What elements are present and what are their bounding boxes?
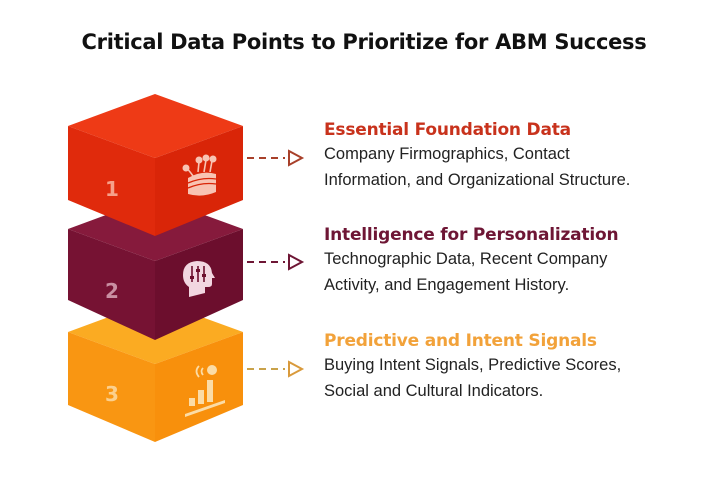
item-description-line: Activity, and Engagement History. — [324, 276, 570, 294]
cube-number-1: 1 — [105, 177, 119, 201]
cube-number-2: 2 — [105, 279, 119, 303]
item-description-line: Information, and Organizational Structur… — [324, 171, 631, 189]
connector-3 — [247, 360, 305, 378]
page-title: Critical Data Points to Prioritize for A… — [81, 30, 647, 54]
item-description-line: Buying Intent Signals, Predictive Scores… — [324, 356, 622, 374]
bar-chart-signal-icon — [185, 365, 225, 417]
data-point-item-2: Intelligence for Personalization Technog… — [324, 224, 704, 298]
data-point-item-3: Predictive and Intent Signals Buying Int… — [324, 330, 704, 404]
item-heading: Intelligence for Personalization — [324, 225, 619, 245]
item-description-line: Social and Cultural Indicators. — [324, 382, 544, 400]
data-point-item-1: Essential Foundation Data Company Firmog… — [324, 119, 704, 193]
head-sliders-icon — [183, 261, 215, 297]
cube-number-3: 3 — [105, 382, 119, 406]
arrow-right-icon — [288, 360, 305, 378]
arrow-right-icon — [288, 253, 305, 271]
connector-2 — [247, 253, 305, 271]
item-heading: Essential Foundation Data — [324, 120, 571, 140]
arrow-right-icon — [288, 149, 305, 167]
item-description-line: Company Firmographics, Contact — [324, 145, 570, 163]
item-heading: Predictive and Intent Signals — [324, 331, 597, 351]
item-description-line: Technographic Data, Recent Company — [324, 250, 608, 268]
cube-1: 1 — [68, 94, 243, 236]
connector-1 — [247, 149, 305, 167]
database-network-icon — [182, 154, 217, 196]
